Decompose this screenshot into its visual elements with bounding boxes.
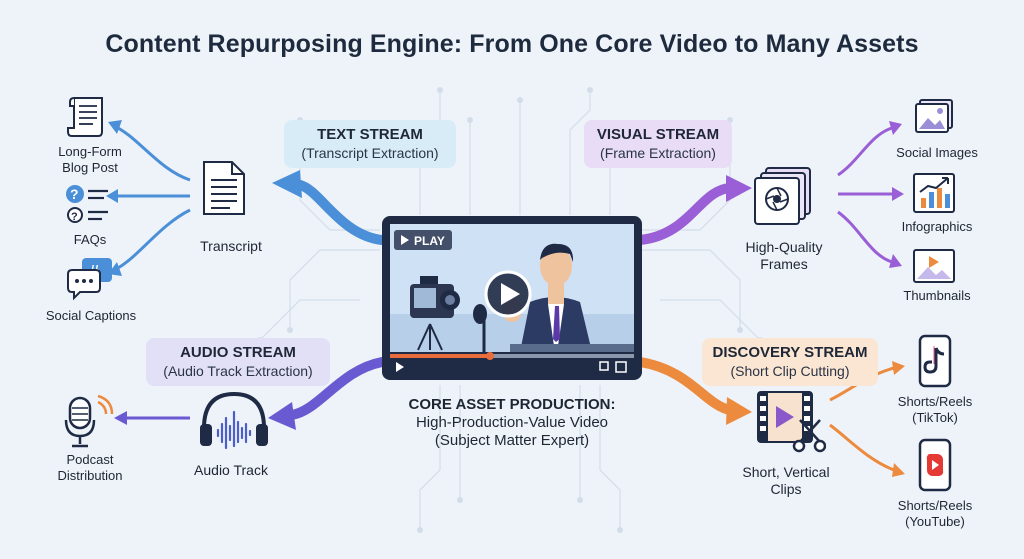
audio-stream-subtitle: (Audio Track Extraction) (163, 363, 313, 379)
frames-label-line2: Frames (760, 256, 808, 272)
document-icon (203, 161, 245, 215)
audio-track-label: Audio Track (194, 462, 268, 478)
podcast-label: Podcast Distribution (40, 452, 140, 484)
infographics-label: Infographics (901, 219, 973, 234)
youtube-label: Shorts/Reels (YouTube) (880, 498, 990, 530)
photo-stack-icon (754, 167, 811, 225)
microphone-icon (64, 394, 114, 448)
core-asset-caption: CORE ASSET PRODUCTION: High-Production-V… (372, 396, 652, 450)
audio-stream-arrow (287, 357, 387, 420)
text-stream-arrow (295, 180, 387, 245)
youtube-label-line1: Shorts/Reels (897, 498, 973, 513)
faqs-label: FAQs (73, 232, 107, 247)
core-caption-line1: CORE ASSET PRODUCTION: (408, 396, 616, 413)
clips-label-line1: Short, Vertical (742, 464, 830, 480)
image-icon (915, 99, 953, 133)
scroll-icon (67, 97, 103, 137)
youtube-phone-icon (918, 438, 952, 492)
chart-icon (913, 173, 955, 213)
social-images-label: Social Images (896, 145, 978, 160)
discovery-stream-title: DISCOVERY STREAM (712, 344, 868, 361)
tiktok-label-line1: Shorts/Reels (897, 394, 973, 409)
tiktok-label: Shorts/Reels (TikTok) (880, 394, 990, 426)
play-badge-text: PLAY (414, 234, 445, 248)
svg-text:?: ? (71, 211, 78, 223)
audio-stream-title: AUDIO STREAM (180, 344, 296, 361)
captions-label: Social Captions (45, 308, 137, 323)
podcast-label-line2: Distribution (57, 468, 123, 483)
tiktok-label-line2: (TikTok) (912, 410, 958, 425)
headphones-icon (200, 391, 268, 450)
frames-label: High-Quality Frames (724, 239, 844, 273)
core-caption-line2: High-Production-Value Video (415, 414, 609, 431)
discovery-stream-box: DISCOVERY STREAM (Short Clip Cutting) (702, 338, 878, 386)
core-caption-line3: (Subject Matter Expert) (434, 432, 590, 449)
blog-label: Long-Form Blog Post (40, 144, 140, 176)
transcript-label: Transcript (200, 238, 262, 254)
text-stream-subtitle: (Transcript Extraction) (301, 145, 439, 161)
page-title: Content Repurposing Engine: From One Cor… (105, 30, 919, 58)
video-player-icon: PLAY (382, 216, 642, 380)
svg-text:?: ? (70, 186, 79, 202)
visual-stream-arrow (635, 183, 735, 245)
discovery-stream-subtitle: (Short Clip Cutting) (730, 363, 850, 379)
tiktok-phone-icon (918, 334, 952, 388)
hashtag-chat-icon: # (67, 258, 112, 301)
podcast-label-line1: Podcast (66, 452, 114, 467)
frames-label-line1: High-Quality (745, 239, 823, 255)
clips-label-line2: Clips (770, 481, 802, 497)
blog-label-line2: Blog Post (62, 160, 118, 175)
text-stream-title: TEXT STREAM (317, 126, 423, 143)
text-stream-box: TEXT STREAM (Transcript Extraction) (284, 120, 456, 168)
film-scissors-icon (757, 391, 826, 453)
youtube-label-line2: (YouTube) (905, 514, 965, 529)
clips-label: Short, Vertical Clips (726, 464, 846, 498)
audio-stream-box: AUDIO STREAM (Audio Track Extraction) (146, 338, 330, 386)
thumbnail-icon (913, 249, 955, 283)
thumbnails-label: Thumbnails (903, 288, 971, 303)
visual-stream-subtitle: (Frame Extraction) (600, 145, 716, 161)
faq-icon: ? ? (66, 185, 108, 223)
discovery-stream-arrow (635, 357, 735, 415)
visual-stream-title: VISUAL STREAM (596, 126, 720, 143)
blog-label-line1: Long-Form (58, 144, 122, 159)
visual-stream-box: VISUAL STREAM (Frame Extraction) (584, 120, 732, 168)
